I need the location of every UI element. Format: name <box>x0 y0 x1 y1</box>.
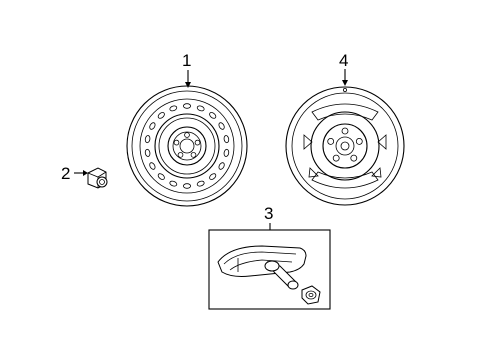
w4-studs-feature <box>327 137 335 145</box>
w1-holes-feature <box>223 135 230 144</box>
w1-holes-feature <box>144 135 151 144</box>
w1-holes-feature <box>209 112 217 119</box>
w1-holes-feature <box>218 162 225 170</box>
leader-arrow-4 <box>342 80 348 86</box>
leader-arrow-1 <box>185 82 191 88</box>
w1-studs-feature <box>177 152 184 158</box>
steel-wheel-icon <box>126 85 248 207</box>
w4-studs-feature <box>341 127 349 135</box>
w1-studs-feature <box>190 152 197 158</box>
w4-studs-feature <box>355 137 363 145</box>
callout-4: 4 <box>339 51 348 70</box>
w1-holes-feature <box>169 105 178 112</box>
w4-studs-feature <box>350 154 358 162</box>
w1-studs-feature <box>173 139 180 146</box>
w1-holes-feature <box>183 183 192 189</box>
w4-studs-feature <box>332 154 340 162</box>
w1-holes-feature <box>169 180 178 187</box>
callout-1: 1 <box>182 51 191 70</box>
w1-holes-feature <box>223 148 230 157</box>
w1-studs-feature <box>194 139 201 146</box>
w1-holes-feature <box>196 180 205 187</box>
w1-holes-feature <box>149 162 156 170</box>
w1-holes-feature <box>157 112 165 119</box>
tire-pressure-sensor-icon <box>217 245 321 305</box>
w1-holes-feature <box>149 122 156 130</box>
w1-holes-feature <box>182 103 191 109</box>
callout-3: 3 <box>264 204 273 223</box>
spare-wheel-icon <box>285 86 405 206</box>
leader-arrow-2 <box>83 170 88 176</box>
w1-holes-feature <box>196 105 205 112</box>
callout-2: 2 <box>61 164 70 183</box>
lug-nut-icon <box>87 167 108 189</box>
w1-holes-feature <box>209 173 217 180</box>
w1-holes-feature <box>144 148 151 157</box>
w1-holes-feature <box>157 173 165 180</box>
w1-studs-feature <box>184 132 190 138</box>
w1-holes-feature <box>218 122 225 130</box>
